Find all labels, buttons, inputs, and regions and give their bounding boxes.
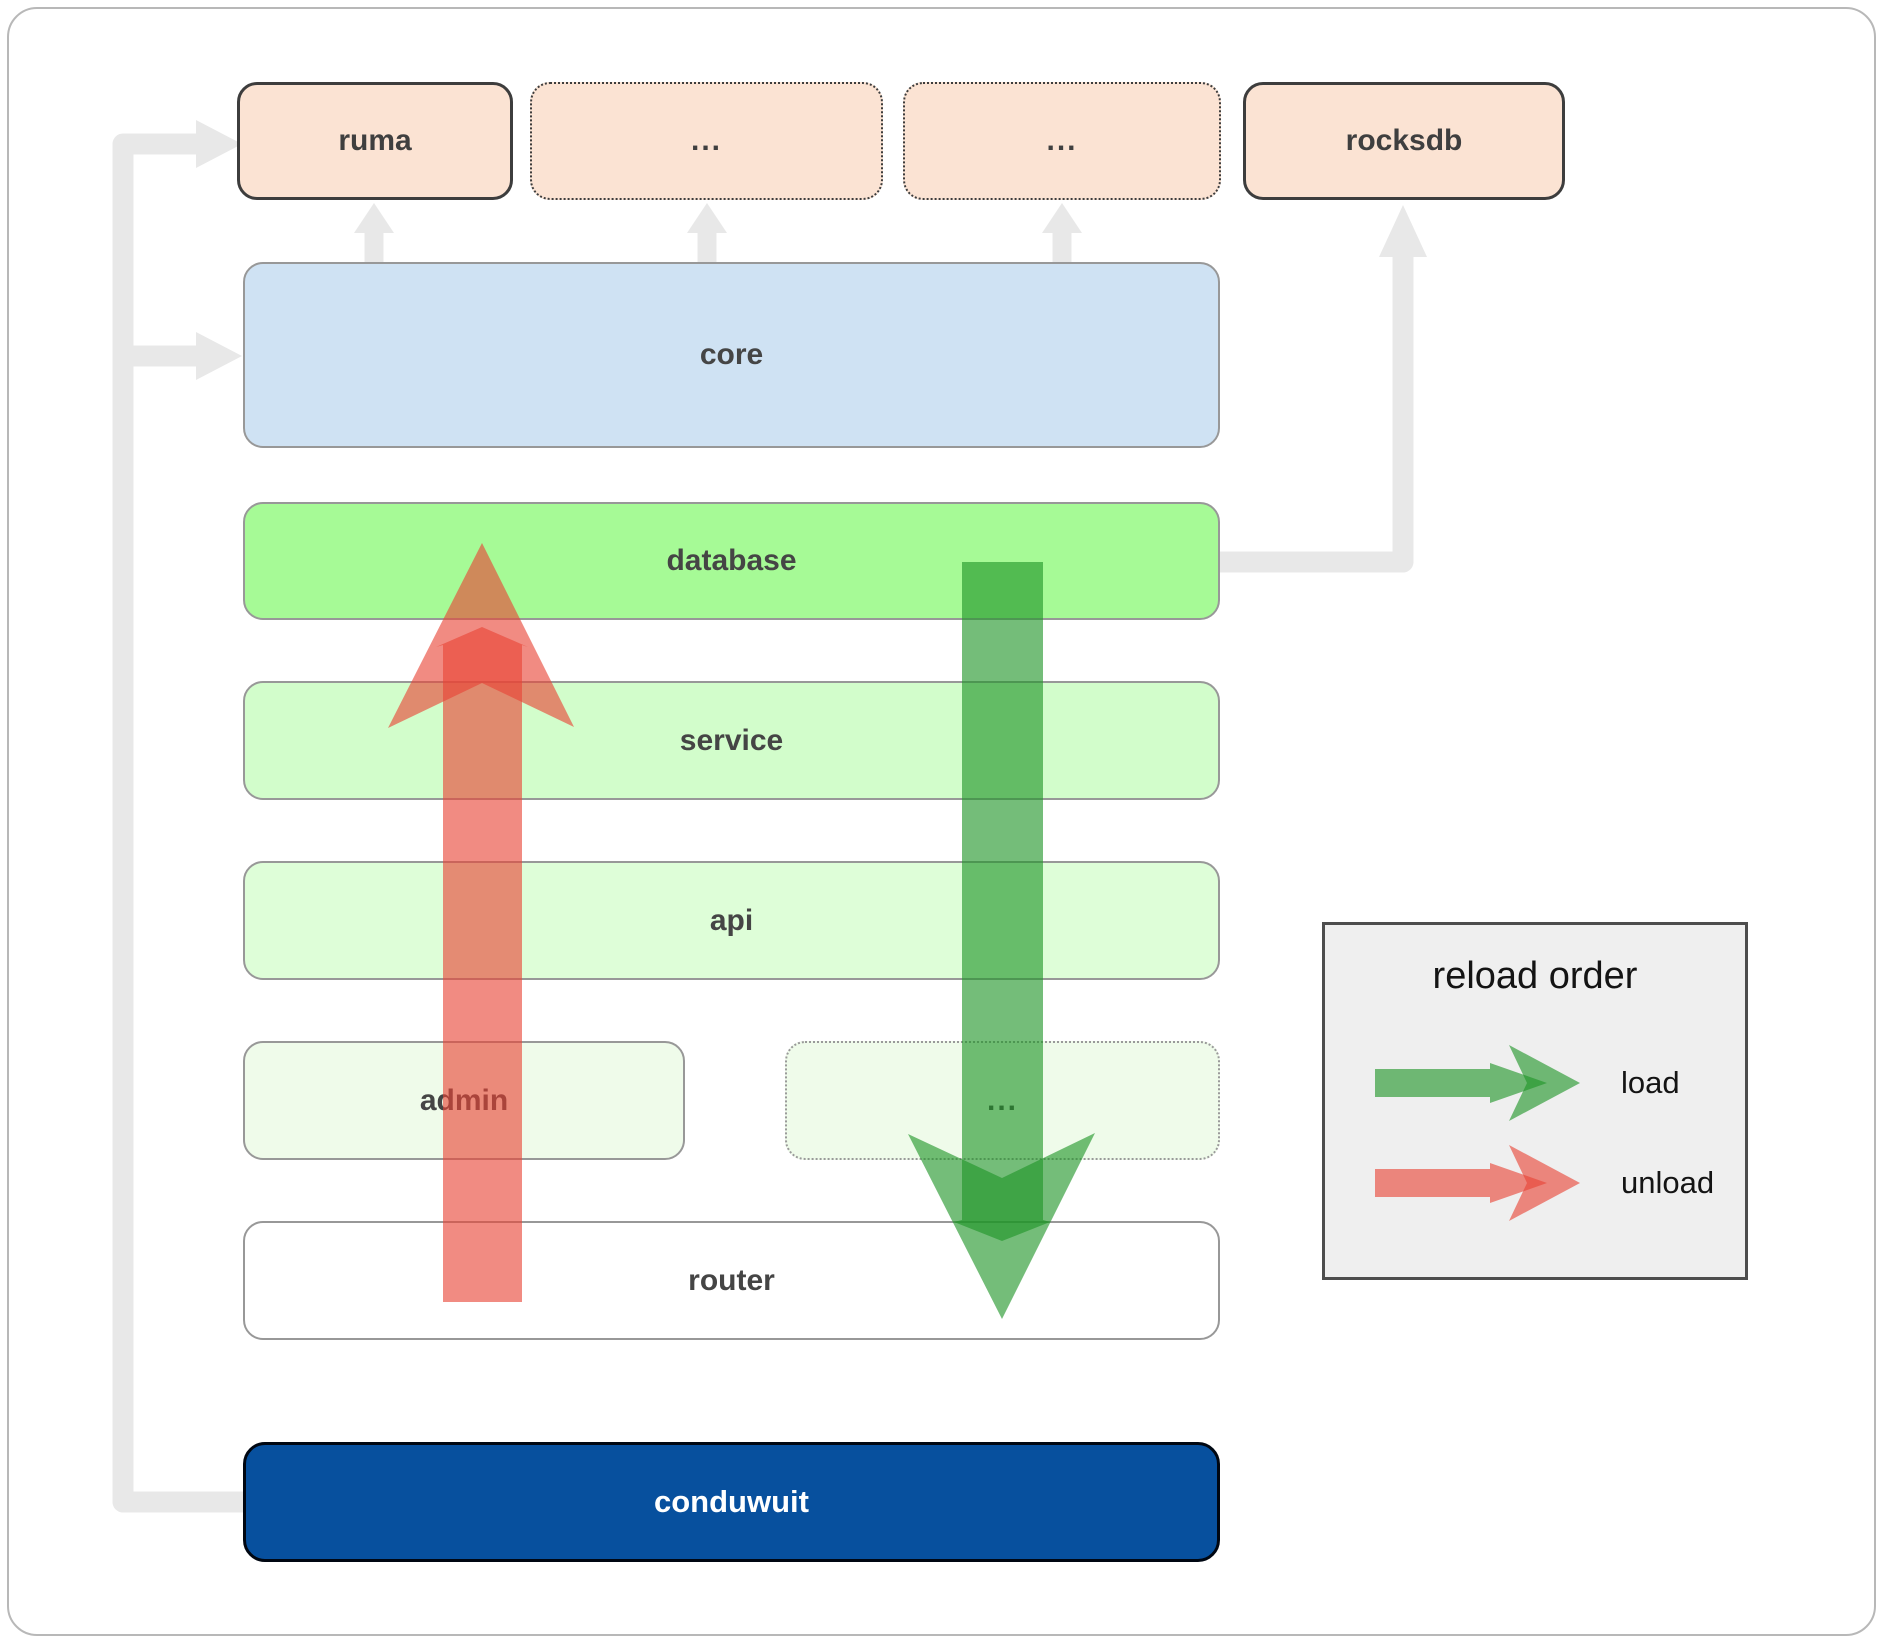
box-ruma: ruma: [237, 82, 513, 200]
load-arrow-icon: [1375, 1045, 1580, 1121]
box-service-label: service: [679, 723, 784, 757]
box-conduwuit: conduwuit: [243, 1442, 1220, 1562]
box-crate-a-label: ...: [690, 124, 722, 157]
box-admin: admin: [243, 1041, 685, 1160]
box-api-label: api: [709, 903, 754, 937]
box-core: core: [243, 262, 1220, 448]
box-admin-label: admin: [419, 1083, 509, 1117]
legend: reload order load unload: [1322, 922, 1748, 1280]
legend-item-load: load: [1339, 1043, 1737, 1123]
box-crate-b: ...: [903, 82, 1221, 200]
box-router-label: router: [688, 1263, 775, 1297]
box-service: service: [243, 681, 1220, 800]
box-more-services-label: ...: [986, 1083, 1018, 1117]
box-conduwuit-label: conduwuit: [654, 1484, 809, 1519]
legend-unload-label: unload: [1621, 1165, 1715, 1200]
legend-load-label: load: [1621, 1065, 1680, 1100]
box-crate-b-label: ...: [1046, 124, 1078, 157]
box-router: router: [243, 1221, 1220, 1340]
box-more-services: ...: [785, 1041, 1220, 1160]
unload-arrow-icon: [1375, 1145, 1580, 1221]
legend-item-unload: unload: [1339, 1143, 1737, 1223]
diagram-frame: [7, 7, 1876, 1636]
box-core-label: core: [699, 338, 764, 371]
box-rocksdb: rocksdb: [1243, 82, 1565, 200]
box-api: api: [243, 861, 1220, 980]
box-rocksdb-label: rocksdb: [1345, 124, 1463, 157]
box-crate-a: ...: [530, 82, 883, 200]
legend-title: reload order: [1432, 955, 1638, 997]
box-ruma-label: ruma: [338, 124, 412, 157]
box-database: database: [243, 502, 1220, 620]
box-database-label: database: [666, 544, 797, 577]
